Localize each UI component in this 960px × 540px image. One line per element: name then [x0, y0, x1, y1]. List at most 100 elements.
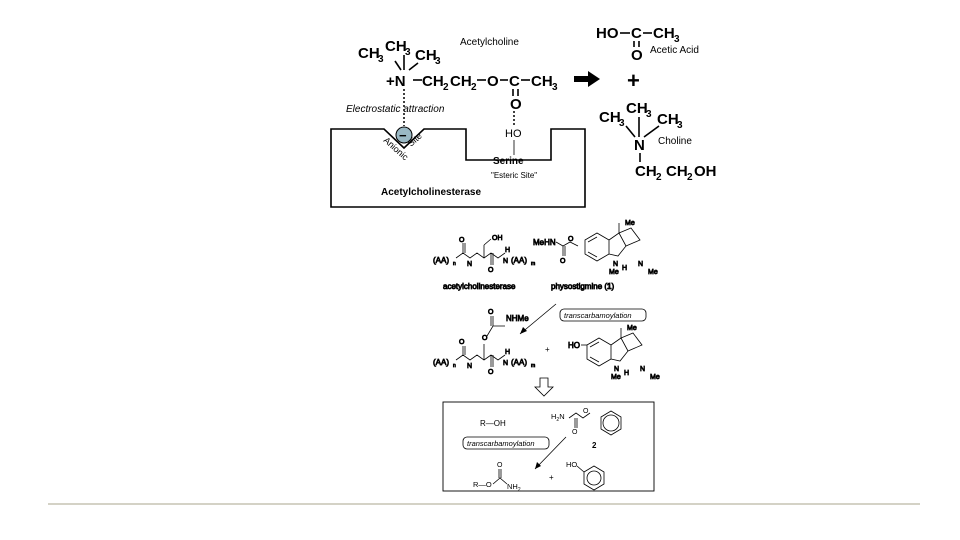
aa-m-label: (AA) [511, 358, 527, 367]
choline-n: N [634, 137, 645, 154]
me-label: Me [648, 269, 658, 276]
o-label: O [459, 339, 465, 346]
acetic-c: C [631, 25, 642, 42]
m-sub: m [531, 261, 535, 267]
eseroline-structure: HO Me N Me H N Me [568, 325, 661, 382]
me-label: Me [611, 374, 621, 381]
choline-label: Choline [658, 136, 692, 147]
n-label: N [467, 363, 472, 370]
h-label: H [622, 265, 627, 272]
ach-sub: 3 [405, 47, 411, 58]
aa-m-label: (AA) [511, 256, 527, 265]
enzyme-outline [330, 128, 586, 208]
choline-ch3-left: CH [599, 109, 621, 126]
me-label: Me [625, 220, 635, 227]
me-label: Me [650, 374, 660, 381]
ach-ch2-b: CH [450, 73, 472, 90]
ach-ch2-a: CH [422, 73, 444, 90]
transcarbamoylation-label-2: transcarbamoylation [467, 439, 535, 448]
me-label: Me [627, 325, 637, 332]
h-label: H [505, 247, 510, 254]
acetic-sub: 3 [674, 34, 680, 45]
physostigmine-structure: MeHN O O Me N Me H N Me physostigmine (1… [533, 220, 659, 292]
ach-sub: 3 [552, 82, 558, 93]
plus-sign-2: + [549, 473, 554, 482]
ach-o: O [487, 73, 499, 90]
n-label: N [640, 366, 645, 373]
minus-sign: − [399, 128, 407, 143]
nh2-label: NH2 [507, 482, 521, 493]
products-plus: + [627, 68, 640, 93]
ach-nplus: +N [386, 73, 406, 90]
enzyme-serine-structure: (AA) n O N OH O H N (AA) m acetylcholine… [433, 235, 536, 292]
ach-o-dbl: O [510, 96, 522, 113]
choline-sub: 3 [646, 109, 652, 120]
n-label: N [503, 360, 508, 367]
choline-sub: 2 [687, 172, 693, 183]
acetic-acid-label: Acetic Acid [650, 45, 699, 56]
trans-label-box [559, 308, 647, 322]
plus-sign: + [545, 345, 550, 354]
r-oh-label: R—OH [480, 419, 506, 428]
o-label: O [497, 462, 503, 469]
compound-2-label: 2 [592, 441, 597, 450]
choline-ch3-mid: CH [626, 100, 648, 117]
ach-sub: 2 [443, 82, 449, 93]
electrostatic-label: Electrostatic attraction [346, 104, 445, 115]
ach-ch3-right: CH [415, 47, 437, 64]
o-label: O [482, 335, 488, 342]
ach-sub: 3 [378, 54, 384, 65]
choline-ch2oh: CH [666, 163, 688, 180]
mehn-label: MeHN [533, 238, 556, 247]
n-label: N [638, 261, 643, 268]
serine-ho: HO [505, 128, 522, 140]
n-label: N [503, 258, 508, 265]
choline-ch2: CH [635, 163, 657, 180]
n-label: N [614, 366, 619, 373]
transcarbamoylation-label: transcarbamoylation [564, 311, 632, 320]
o-label: O [560, 258, 566, 265]
o-label: O [568, 236, 574, 243]
choline-oh: OH [694, 163, 717, 180]
n-sub: n [453, 261, 456, 267]
phenol-ho-label: HO [566, 460, 577, 469]
m-sub: m [531, 363, 535, 369]
o-label: O [488, 267, 494, 274]
choline-sub: 2 [656, 172, 662, 183]
ach-c: C [509, 73, 520, 90]
carbamoylated-enzyme-structure: (AA) n O N O O NHMe O H N (AA) m [433, 309, 536, 377]
o-label: O [488, 309, 494, 316]
esteric-label: "Esteric Site" [491, 171, 537, 180]
n-label: N [467, 261, 472, 268]
o-label: O [459, 237, 465, 244]
acetylcholine-molecule: CH 3 CH 3 CH 3 +N CH 2 CH 2 O C CH 3 O [358, 38, 558, 113]
enzyme-label: Acetylcholinesterase [381, 187, 481, 198]
h2n-label: H2N [551, 412, 565, 423]
o-label: O [488, 369, 494, 376]
aa-n-label: (AA) [433, 358, 449, 367]
trans-label-box-2 [462, 436, 550, 450]
acetic-ch3: CH [653, 25, 675, 42]
choline-sub: 3 [677, 120, 683, 131]
aa-n-label: (AA) [433, 256, 449, 265]
h-label: H [624, 370, 629, 377]
ho-label: HO [568, 341, 580, 350]
ach-sub: 2 [471, 82, 477, 93]
ach-sub: 3 [435, 56, 441, 67]
choline-molecule: CH 3 CH 3 CH 3 N Choline CH 2 CH 2 OH [599, 100, 717, 183]
n-label: N [613, 261, 618, 268]
ach-ch3-mid: CH [385, 38, 407, 55]
choline-sub: 3 [619, 118, 625, 129]
me-label: Me [609, 269, 619, 276]
hollow-down-arrow [534, 377, 554, 397]
physostigmine-label: physostigmine (1) [551, 282, 614, 291]
acetic-ho: HO [596, 25, 619, 42]
enzyme-name-label: acetylcholinesterase [443, 282, 516, 291]
acetylcholine-label: Acetylcholine [460, 37, 519, 48]
o-label: O [583, 408, 589, 415]
choline-ch3-right: CH [657, 111, 679, 128]
nhme-label: NHMe [506, 314, 529, 323]
anionic-site-circle [395, 126, 413, 144]
acetic-o: O [631, 47, 643, 64]
